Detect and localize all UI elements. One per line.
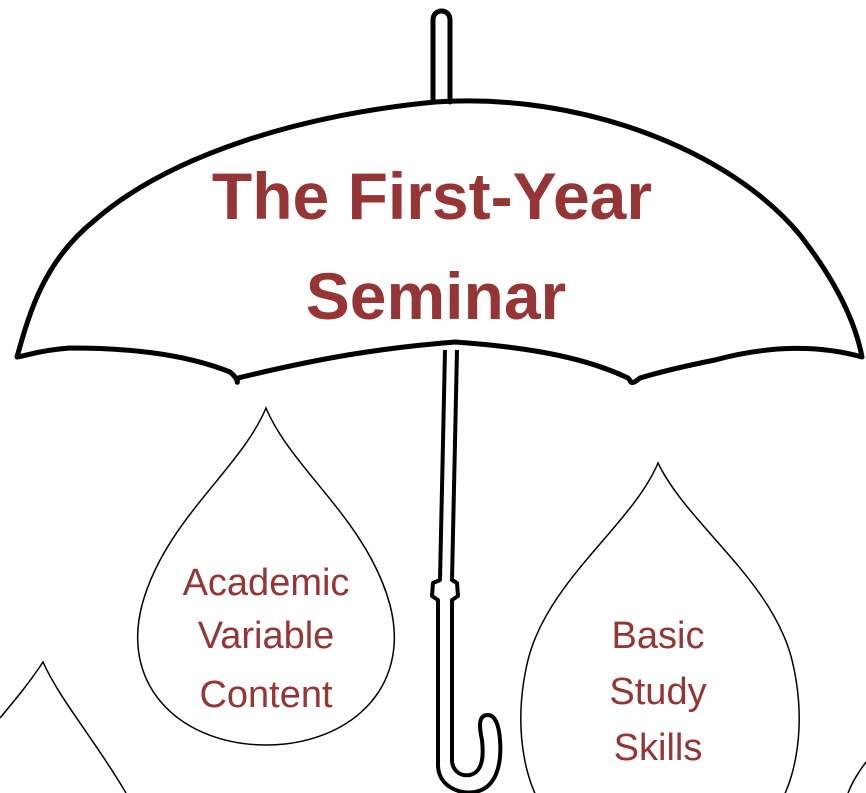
drop-academic-line1: Academic: [183, 562, 350, 604]
umbrella-tip: [430, 8, 453, 105]
diagram-title-line2: Seminar: [306, 259, 566, 333]
raindrop-partial-right: [847, 761, 866, 793]
diagram-title-line1: The First-Year: [212, 159, 652, 233]
drop-study-line1: Basic: [612, 615, 705, 657]
raindrop-study: [520, 461, 800, 793]
raindrop-partial-left: [0, 660, 127, 793]
umbrella-handle: [430, 349, 503, 793]
raindrop-academic: [136, 406, 396, 746]
drop-academic-line2: Variable: [198, 615, 335, 657]
drop-academic-line3: Content: [199, 674, 333, 716]
umbrella-canopy: [14, 98, 865, 386]
drop-study-line3: Skills: [614, 727, 703, 769]
drop-study-line2: Study: [609, 671, 706, 713]
